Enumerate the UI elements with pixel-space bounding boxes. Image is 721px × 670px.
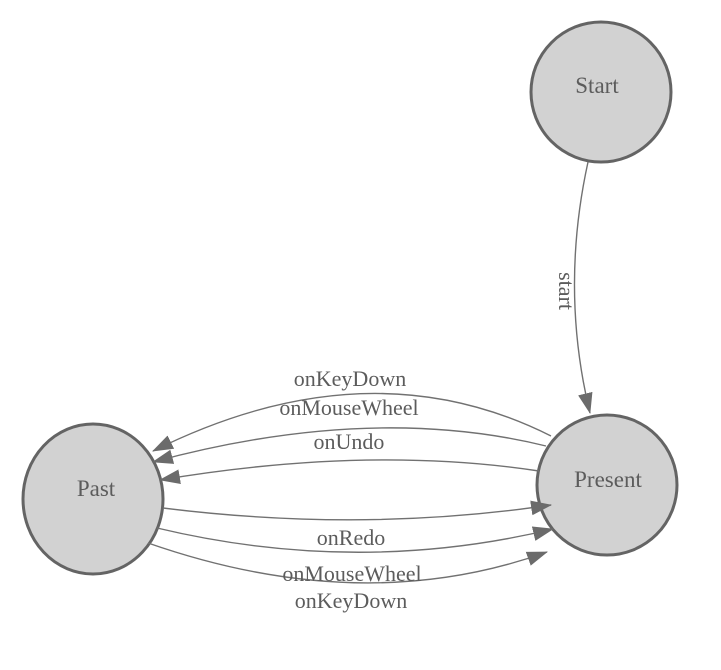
state-circle-present[interactable] <box>535 413 679 557</box>
edge-present-to-past-onkeydown[interactable] <box>152 392 552 452</box>
edge-present-to-past-onundo[interactable] <box>158 459 540 484</box>
state-node-start[interactable]: Start <box>529 20 673 164</box>
state-node-present[interactable]: Present <box>535 413 679 557</box>
state-label-present: Present <box>574 467 642 492</box>
edge-label-onkeydown-bottom: onKeyDown <box>295 588 407 613</box>
edge-past-to-present-onredo[interactable] <box>162 500 553 521</box>
state-node-past[interactable]: Past <box>21 422 165 576</box>
state-circle-past[interactable] <box>21 422 165 576</box>
state-label-past: Past <box>77 476 116 501</box>
state-circle-start[interactable] <box>529 20 673 164</box>
edge-label-start: start <box>554 272 579 310</box>
edge-past-to-present-onmousewheel[interactable] <box>156 526 555 553</box>
edge-label-onmousewheel-bottom: onMouseWheel <box>282 561 421 586</box>
edge-label-onundo: onUndo <box>314 429 385 454</box>
edge-past-to-present-onkeydown[interactable] <box>147 542 548 584</box>
edge-label-onkeydown-top: onKeyDown <box>294 366 406 391</box>
edge-label-onmousewheel-top: onMouseWheel <box>279 395 418 420</box>
edge-present-to-past-onmousewheel[interactable] <box>151 427 547 464</box>
edge-start-to-present[interactable] <box>573 161 593 415</box>
edge-label-onredo: onRedo <box>317 525 385 550</box>
state-label-start: Start <box>575 73 619 98</box>
